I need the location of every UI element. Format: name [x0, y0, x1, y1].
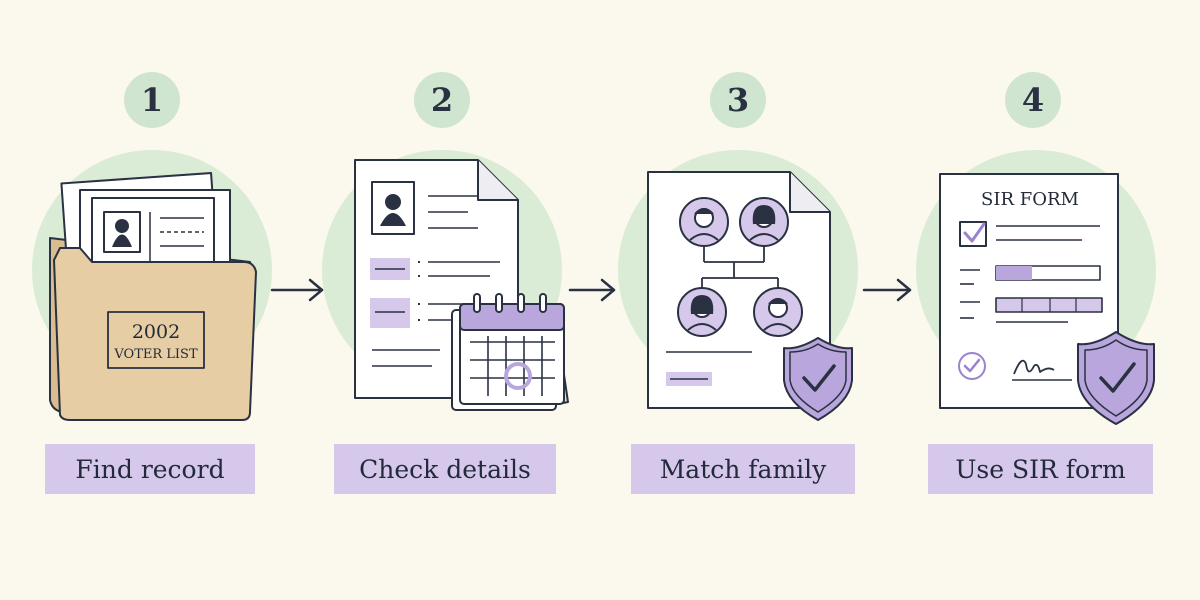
step-4-number: 4	[1005, 72, 1061, 128]
step-3-label: Match family	[631, 444, 855, 494]
step-1-number: 1	[124, 72, 180, 128]
step-3-number: 3	[710, 72, 766, 128]
step-2-label: Check details	[334, 444, 556, 494]
arrow-right-icon	[862, 278, 912, 302]
arrow-right-icon	[568, 278, 616, 302]
step-4-label: Use SIR form	[928, 444, 1153, 494]
folder-year: 2002	[132, 321, 180, 343]
step-1-label: Find record	[45, 444, 255, 494]
arrow-right-icon	[270, 278, 324, 302]
folder-title: VOTER LIST	[113, 347, 198, 362]
form-title: SIR FORM	[981, 189, 1079, 210]
family-tree-icon	[647, 171, 853, 421]
folder-icon	[49, 172, 257, 421]
step-2-number: 2	[414, 72, 470, 128]
document-calendar-icon	[354, 159, 569, 411]
form-shield-icon	[939, 173, 1155, 425]
